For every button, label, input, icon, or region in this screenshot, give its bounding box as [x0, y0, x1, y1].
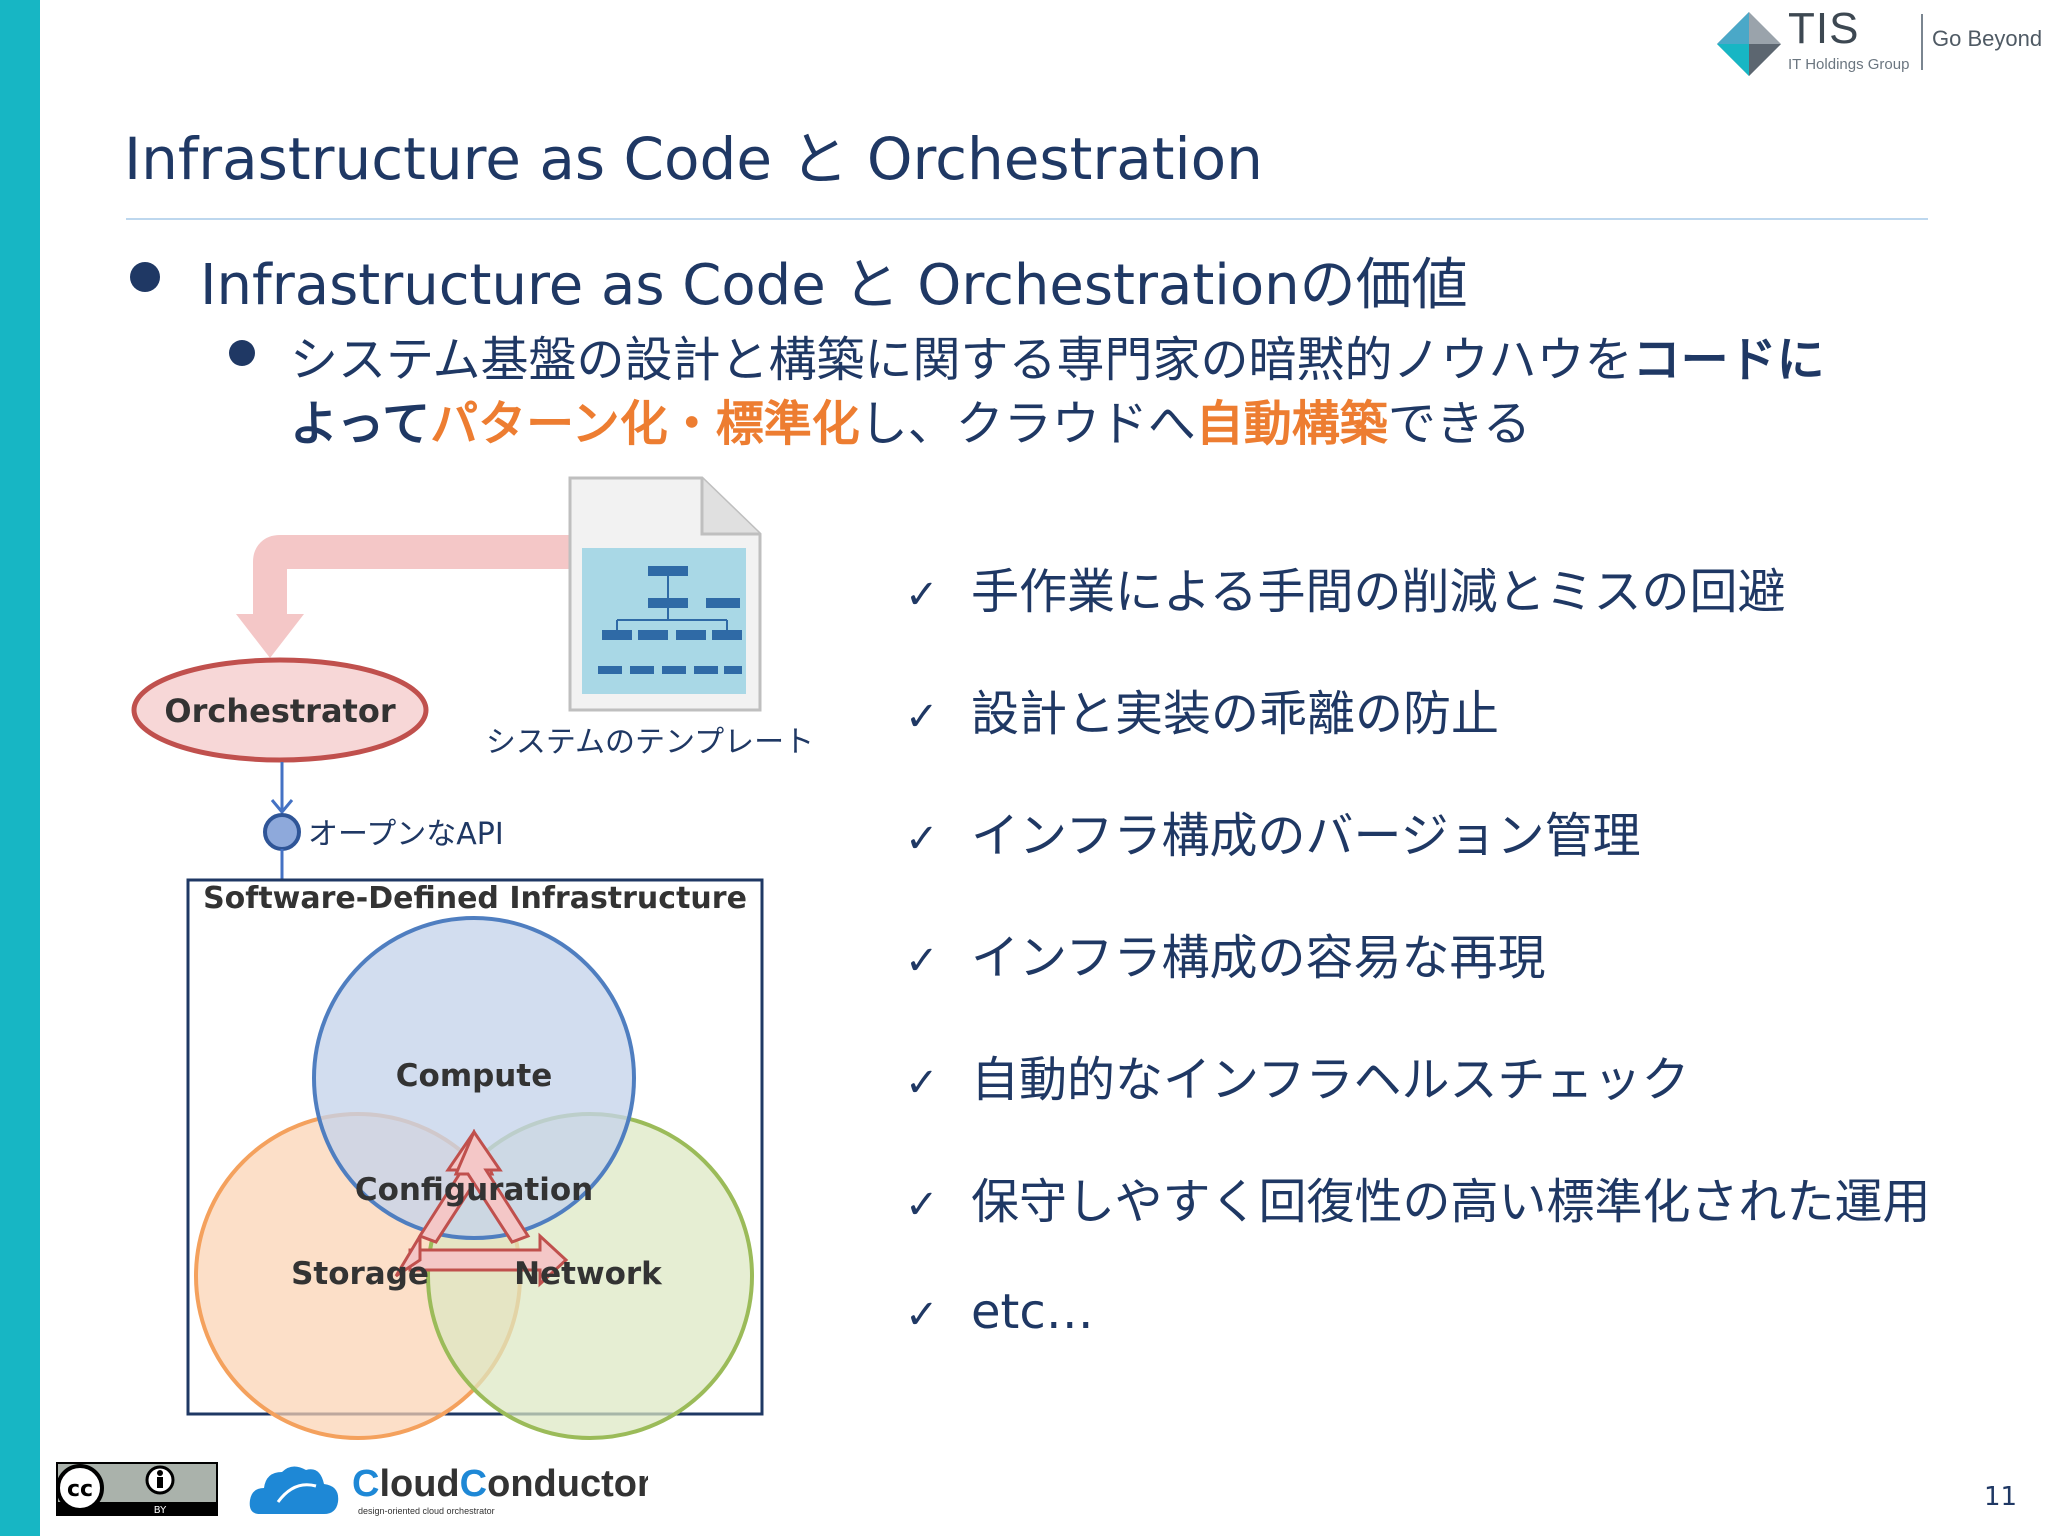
bullet-1-text: Infrastructure as Code と Orchestrationの価…: [200, 253, 1468, 318]
storage-label: Storage: [291, 1256, 429, 1292]
iac-diagram: システムのテンプレート Orchestrator オープンなAPI Softwa…: [131, 476, 814, 1440]
checklist-item: ✓ 保守しやすく回復性の高い標準化された運用: [905, 1162, 1931, 1232]
template-document-icon: [568, 476, 762, 712]
orchestrator-label: Orchestrator: [164, 692, 395, 730]
cc-by-label: BY: [154, 1505, 167, 1516]
slide-title: Infrastructure as Code と Orchestration: [124, 125, 1263, 193]
compute-label: Compute: [396, 1058, 552, 1094]
orchestrator-node: [131, 657, 429, 763]
checklist-item: ✓ インフラ構成の容易な再現: [905, 918, 1546, 988]
network-label: Network: [514, 1256, 663, 1292]
logo-divider: [1921, 14, 1923, 70]
bullet-2-highlight-pattern: パターン化・標準化: [430, 396, 860, 452]
bullet-2-highlight-auto: 自動構築: [1195, 396, 1388, 452]
checklist-item-text: インフラ構成の容易な再現: [971, 930, 1546, 986]
checklist-item: ✓ インフラ構成のバージョン管理: [905, 796, 1641, 866]
api-label: オープンなAPI: [308, 817, 504, 852]
checklist-item-text: 設計と実装の乖離の防止: [971, 686, 1500, 742]
cc-by-license-badge: cc BY: [56, 1462, 218, 1516]
svg-text:cc: cc: [67, 1477, 93, 1502]
bullet-2-line-1: システム基盤の設計と構築に関する専門家の暗黙的ノウハウをコードに: [290, 320, 1825, 390]
bullet-2-plain-text-2: し、クラウドへ: [859, 396, 1196, 452]
bullet-dot-1: [130, 262, 160, 292]
checklist-item-text: 保守しやすく回復性の高い標準化された運用: [971, 1174, 1931, 1230]
template-to-orchestrator-arrow: [236, 535, 580, 658]
configuration-arrows: [394, 1128, 569, 1288]
bullet-2-bold-text: コードに: [1632, 332, 1825, 388]
compute-circle: [312, 916, 636, 1240]
tis-logo-tagline: Go Beyond: [1932, 26, 2043, 51]
check-icon: ✓: [905, 572, 939, 618]
cloudconductor-logo: CloudConductor design-oriented cloud orc…: [249, 1463, 648, 1516]
side-accent-bar: [0, 0, 40, 1536]
check-icon: ✓: [905, 694, 939, 740]
title-divider: [126, 218, 1928, 220]
bullet-2-plain-text-3: できる: [1387, 396, 1531, 452]
checklist-item-text: 手作業による手間の削減とミスの回避: [971, 564, 1786, 620]
tis-logo-name: TIS: [1788, 4, 1860, 53]
checklist-item: ✓ 設計と実装の乖離の防止: [905, 674, 1499, 744]
bullet-2-line-2: よってパターン化・標準化し、クラウドへ自動構築できる: [290, 384, 1531, 454]
checklist-item-text: インフラ構成のバージョン管理: [971, 808, 1641, 864]
checklist-item-text: 自動的なインフラヘルスチェック: [971, 1052, 1690, 1108]
check-icon: ✓: [905, 1182, 939, 1228]
page-number: 11: [1984, 1482, 2018, 1512]
template-label: システムのテンプレート: [486, 725, 814, 760]
checklist-item: ✓ etc…: [905, 1284, 1094, 1340]
bullet-2-bold-text-2: よって: [290, 396, 431, 452]
checklist-item: ✓ 自動的なインフラヘルスチェック: [905, 1040, 1690, 1110]
tis-logo-subtitle: IT Holdings Group: [1788, 56, 1910, 73]
configuration-label: Configuration: [355, 1172, 593, 1208]
api-arrow-head: [270, 799, 294, 815]
checklist-item: ✓ 手作業による手間の削減とミスの回避: [905, 552, 1786, 622]
tis-logo-mark: [1717, 12, 1781, 76]
bullet-2-plain-text: システム基盤の設計と構築に関する専門家の暗黙的ノウハウを: [290, 332, 1633, 388]
checklist-item-text: etc…: [971, 1284, 1094, 1340]
check-icon: ✓: [905, 1060, 939, 1106]
svg-text:CloudConductor: CloudConductor: [352, 1463, 648, 1505]
api-endpoint-icon: [263, 813, 301, 851]
sdi-title: Software-Defined Infrastructure: [203, 881, 747, 916]
check-icon: ✓: [905, 1292, 939, 1338]
check-icon: ✓: [905, 938, 939, 984]
check-icon: ✓: [905, 816, 939, 862]
cloudconductor-tagline: design-oriented cloud orchestrator: [358, 1506, 495, 1516]
bullet-dot-2: [229, 340, 255, 366]
